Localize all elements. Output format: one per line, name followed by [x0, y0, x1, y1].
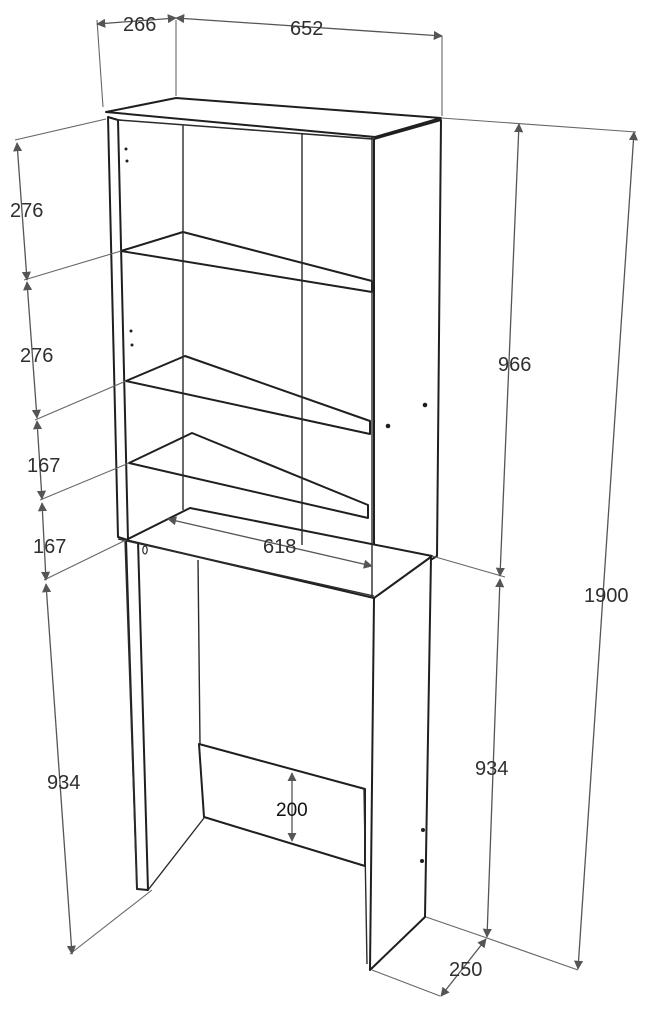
inner-width-dimension-line [167, 516, 373, 569]
left-shelf-3-label: 167 [27, 455, 60, 477]
lower-left-floor-line [147, 817, 205, 891]
lower-back-left-line [197, 559, 201, 745]
shelf-2-panel [125, 355, 371, 435]
right-lower-label: 934 [475, 758, 508, 780]
left-shelf-2-extension [34, 380, 127, 421]
lower-back-right-line [363, 788, 368, 965]
right-upper-dimension-line [495, 123, 524, 577]
overall-height-dimension-line [574, 131, 638, 970]
left-shelf-4-extension [43, 539, 127, 581]
left-shelf-3-extension [39, 462, 130, 501]
left-lower-dimension-line [42, 583, 76, 955]
left-lower-label: 934 [47, 772, 80, 794]
inner-width-label: 618 [263, 536, 296, 558]
overall-bottom-extension [486, 937, 579, 971]
hardware-dots [124, 147, 428, 863]
bottom-depth-dimension-line [440, 938, 487, 997]
bottom-depth-label: 250 [449, 959, 482, 981]
lower-left-side-panel [125, 539, 149, 891]
back-vertical-lines [117, 119, 375, 545]
dimension-labels: 266 652 276 276 167 167 934 618 966 934 … [10, 14, 629, 981]
bottom-depth-extension-left [371, 969, 441, 997]
upper-left-side-panel [107, 116, 129, 541]
left-shelf-2-dimension-line [23, 281, 41, 419]
lower-front-left-edge [124, 539, 138, 891]
lower-right-side-panel [369, 556, 432, 971]
shelf-3-panel [128, 432, 369, 519]
top-depth-extension-left [96, 19, 104, 108]
top-width-label: 652 [290, 18, 323, 40]
left-shelf-2-label: 276 [20, 345, 53, 367]
top-depth-dimension-line [96, 14, 177, 28]
left-shelf-1-extension [23, 250, 122, 281]
right-top-extension [440, 117, 637, 133]
cabinet-shape [105, 97, 442, 971]
left-floor-extension [69, 889, 153, 955]
upper-right-side-panel [373, 119, 442, 596]
left-shelf-3-dimension-line [32, 420, 47, 500]
overall-height-label: 1900 [584, 585, 629, 607]
left-shelf-1-label: 276 [10, 200, 43, 222]
left-top-extension [14, 118, 107, 141]
top-width-dimension-line [175, 14, 443, 40]
rail-height-label: 200 [276, 800, 308, 821]
left-shelf-1-dimension-line [13, 142, 31, 281]
right-lower-dimension-line [482, 578, 505, 938]
dimension-lines [13, 14, 638, 997]
right-middle-extension [431, 555, 506, 578]
left-shelf-4-label: 167 [33, 536, 66, 558]
left-shelf-4-dimension-line [37, 502, 51, 581]
right-lower-extension [425, 916, 488, 939]
top-depth-label: 266 [123, 14, 156, 36]
shelf-1-panel [120, 231, 373, 293]
right-upper-label: 966 [498, 354, 531, 376]
